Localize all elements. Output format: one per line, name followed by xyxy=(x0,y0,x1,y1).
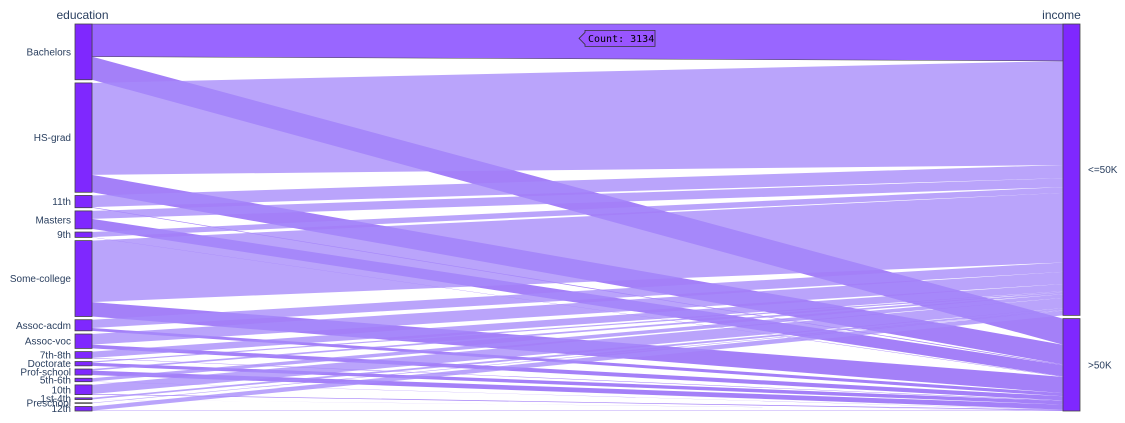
ribbon-masters-to-le50k[interactable] xyxy=(92,178,1063,219)
bar-income-le50k[interactable] xyxy=(1062,23,1081,316)
bar-education-preschool[interactable] xyxy=(74,402,93,404)
ribbon-9th-to-le50k[interactable] xyxy=(92,187,1063,238)
ribbon-prof-school-to-le50k[interactable] xyxy=(92,292,1063,371)
bar-education-7th-8th[interactable] xyxy=(74,351,93,359)
ribbon-assoc-voc-to-le50k[interactable] xyxy=(92,271,1063,345)
ribbon-11th-to-le50k[interactable] xyxy=(92,164,1063,208)
category-label-gt50k: >50K xyxy=(1088,360,1112,371)
category-label-masters: Masters xyxy=(35,215,71,226)
category-label-10th: 10th xyxy=(52,385,71,396)
category-label-doctorate: Doctorate xyxy=(28,359,72,370)
bar-education-1st-4th[interactable] xyxy=(74,397,93,400)
category-label-bachelors: Bachelors xyxy=(27,47,71,58)
ribbon-1st-4th-to-le50k[interactable] xyxy=(92,308,1063,400)
ribbon-5th-6th-to-le50k[interactable] xyxy=(92,294,1063,382)
ribbon-12th-to-le50k[interactable] xyxy=(92,310,1063,411)
ribbon-assoc-acdm-to-le50k[interactable] xyxy=(92,262,1063,329)
bar-education-some-college[interactable] xyxy=(74,240,93,317)
bar-education-masters[interactable] xyxy=(74,210,93,230)
bar-education-hs-grad[interactable] xyxy=(74,82,93,193)
bar-income-gt50k[interactable] xyxy=(1062,318,1081,412)
category-label-7th-8th: 7th-8th xyxy=(40,350,71,361)
bar-education-assoc-acdm[interactable] xyxy=(74,319,93,332)
category-label-12th: 12th xyxy=(52,404,71,415)
ribbon-some-college-to-le50k[interactable] xyxy=(92,192,1063,303)
tooltip-text: Count: 3134 xyxy=(588,34,654,45)
category-label-preschool: Preschool xyxy=(27,399,71,410)
category-label-assoc-acdm: Assoc-acdm xyxy=(16,321,71,332)
bar-education-bachelors[interactable] xyxy=(74,23,93,81)
ribbon-doctorate-to-gt50k[interactable] xyxy=(92,362,1063,405)
category-bar-layer xyxy=(74,23,1081,412)
bar-education-assoc-voc[interactable] xyxy=(74,333,93,349)
bar-education-11th[interactable] xyxy=(74,195,93,209)
ribbon-5th-6th-to-gt50k[interactable] xyxy=(92,381,1063,410)
bar-education-doctorate[interactable] xyxy=(74,361,93,367)
category-label-some-college: Some-college xyxy=(10,274,72,285)
category-label-le50k: <=50K xyxy=(1088,165,1118,176)
category-label-assoc-voc: Assoc-voc xyxy=(25,337,71,348)
category-label-hs-grad: HS-grad xyxy=(34,133,71,144)
category-label-9th: 9th xyxy=(57,230,71,241)
bar-education-12th[interactable] xyxy=(74,406,93,412)
dimension-title-education[interactable]: education xyxy=(56,8,108,22)
bar-education-prof-school[interactable] xyxy=(74,368,93,376)
bar-education-9th[interactable] xyxy=(74,231,93,238)
category-label-prof-school: Prof-school xyxy=(20,368,71,379)
ribbon-10th-to-le50k[interactable] xyxy=(92,297,1063,394)
bar-education-10th[interactable] xyxy=(74,384,93,396)
category-label-5th-6th: 5th-6th xyxy=(40,375,71,386)
category-label-11th: 11th xyxy=(52,197,71,208)
ribbon-1st-4th-to-gt50k[interactable] xyxy=(92,399,1063,411)
bar-education-5th-6th[interactable] xyxy=(74,377,93,383)
ribbon-layer xyxy=(91,23,1064,411)
hover-tooltip: Count: 3134 xyxy=(578,30,656,47)
tooltip-box xyxy=(578,30,656,47)
dimension-title-income[interactable]: income xyxy=(1042,8,1081,22)
ribbon-7th-8th-to-le50k[interactable] xyxy=(92,283,1063,358)
ribbon-preschool-to-le50k[interactable] xyxy=(92,310,1063,404)
category-label-1st-4th: 1st-4th xyxy=(40,394,71,405)
ribbon-bachelors-to-le50k[interactable] xyxy=(91,23,1064,62)
ribbon-hs-grad-to-le50k[interactable] xyxy=(92,60,1063,175)
ribbon-doctorate-to-le50k[interactable] xyxy=(92,291,1063,363)
ribbon-prof-school-to-gt50k[interactable] xyxy=(92,370,1063,410)
ribbon-10th-to-gt50k[interactable] xyxy=(92,393,1063,411)
